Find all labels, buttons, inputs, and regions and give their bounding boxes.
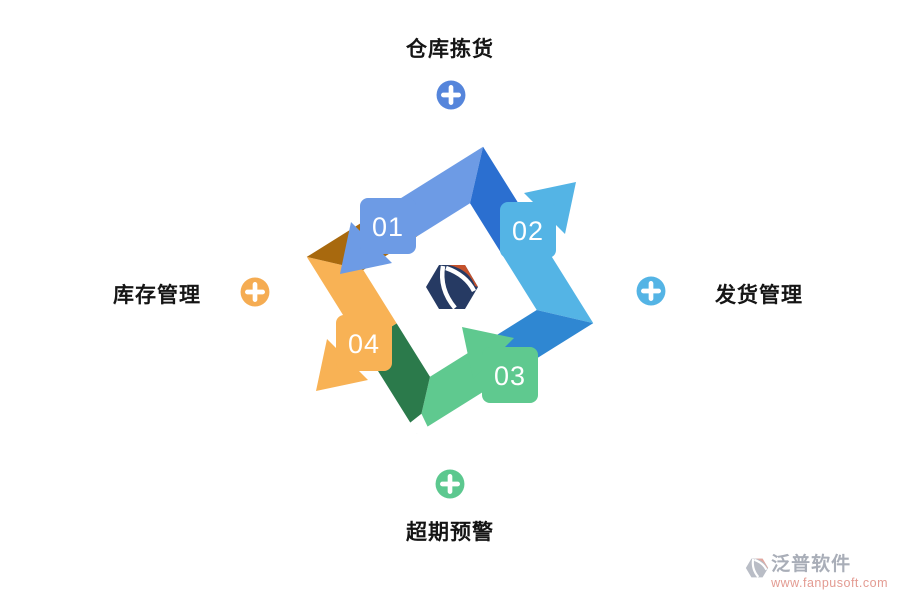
watermark-brand: 泛普软件 — [771, 554, 852, 575]
node-right-label: 发货管理 — [715, 284, 803, 307]
cycle-diagram: 01 02 03 04 — [280, 123, 620, 463]
watermark-white-curve-2 — [754, 558, 768, 571]
fold-notch — [401, 413, 433, 437]
center-logo-icon — [426, 265, 478, 310]
logo-white-curve-1 — [440, 265, 457, 310]
ribbon-01-band — [394, 146, 484, 237]
logo-red-swoosh — [448, 265, 478, 287]
plus-button-bottom[interactable] — [433, 467, 467, 501]
plus-icon — [441, 85, 461, 105]
node-left-label: 库存管理 — [113, 284, 201, 307]
plus-icon — [245, 282, 265, 302]
plus-button-top[interactable] — [434, 78, 468, 112]
step-02-number: 02 — [512, 216, 544, 246]
step-03-number: 03 — [494, 361, 526, 391]
watermark-url: www.fanpusoft.com — [771, 576, 888, 590]
watermark-red-swoosh — [755, 558, 769, 568]
logo-white-curve-2 — [445, 265, 477, 293]
step-04-box — [336, 315, 392, 371]
plus-button-left[interactable] — [238, 275, 272, 309]
step-03: 03 — [462, 327, 538, 403]
step-02-box — [500, 202, 556, 258]
plus-icon — [641, 281, 661, 301]
cycle-diagram-svg: 01 02 03 04 — [306, 146, 594, 437]
step-04: 04 — [316, 315, 392, 391]
plus-button-right[interactable] — [634, 274, 668, 308]
step-04-number: 04 — [348, 329, 380, 359]
step-01-box — [360, 198, 416, 254]
node-top-label: 仓库拣货 — [406, 38, 494, 61]
node-bottom-label: 超期预警 — [406, 521, 494, 544]
step-01-number: 01 — [372, 212, 404, 242]
watermark-logo-icon — [745, 558, 769, 578]
watermark: 泛普软件 www.fanpusoft.com — [745, 554, 888, 590]
step-01: 01 — [340, 198, 416, 274]
step-03-box — [482, 347, 538, 403]
step-02: 02 — [500, 182, 576, 258]
plus-icon — [440, 474, 460, 494]
watermark-white-curve-1 — [751, 558, 760, 578]
